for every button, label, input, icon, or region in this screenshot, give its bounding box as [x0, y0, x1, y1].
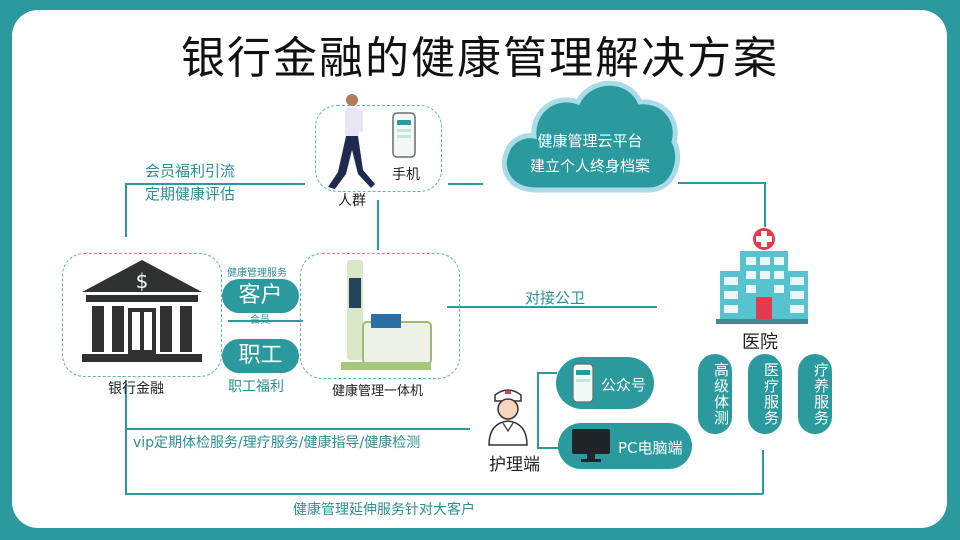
connector-nurse-public: [537, 372, 557, 374]
crowd-box: [315, 105, 442, 192]
walking-person-icon: [328, 94, 375, 189]
connector-customer-machine: [228, 320, 303, 322]
cloud-line2: 建立个人终身档案: [529, 157, 650, 175]
slide-title: 银行金融的健康管理解决方案: [181, 33, 779, 84]
hospital-service-medical: 医疗服务: [748, 354, 782, 434]
cloud-icon: [501, 80, 680, 193]
crowd-label: 人群: [338, 193, 366, 209]
hospital-service-convalescence: 疗养服务: [798, 354, 832, 434]
bank-label: 银行金融: [108, 381, 164, 397]
health-kiosk-icon: [341, 260, 432, 370]
member-label: 会员: [250, 315, 270, 326]
nurse-label: 护理端: [489, 455, 540, 475]
connector-crowd-cloud: [448, 183, 483, 185]
left-note-line1: 会员福利引流: [145, 162, 236, 180]
staff-pill: 职工: [222, 339, 299, 373]
dock-label: 对接公卫: [525, 289, 586, 307]
left-note-line2: 定期健康评估: [145, 185, 236, 203]
bank-icon: $: [82, 260, 202, 362]
slide-frame: [12, 10, 947, 528]
connector-nurse-pc: [537, 447, 559, 449]
public-account-pill: [556, 357, 654, 409]
connector-left-drop: [125, 183, 127, 237]
service-top-label: 健康管理服务: [227, 268, 287, 279]
connector-hospital-drop: [764, 182, 766, 227]
connector-bank-down: [125, 380, 127, 494]
connector-vip: [125, 428, 470, 430]
machine-label: 健康管理一体机: [332, 384, 424, 399]
cloud-line1: 健康管理云平台: [537, 132, 643, 150]
connector-hospital-bottom: [762, 450, 764, 494]
bottom-label: 健康管理延伸服务针对大客户: [293, 502, 475, 518]
monitor-icon: [572, 429, 610, 462]
svg-text:$: $: [136, 269, 149, 293]
connector-cloud-hospital: [678, 182, 765, 184]
vip-services-label: vip定期体检服务/理疗服务/健康指导/健康检测: [133, 435, 421, 451]
hospital-service-advanced-exam: 高级体测: [698, 354, 732, 434]
customer-pill: 客户: [222, 279, 299, 313]
hospital-icon: [716, 228, 808, 324]
connector-dock: [447, 306, 657, 308]
connector-bottom: [125, 493, 763, 495]
bank-box: [62, 253, 222, 377]
staff-welfare-label: 职工福利: [228, 379, 284, 395]
nurse-icon: [488, 389, 528, 446]
machine-box: [300, 253, 460, 379]
connector-crowd-down: [377, 200, 379, 250]
public-account-phone-icon: [572, 363, 594, 403]
connector-top-left: [125, 183, 305, 185]
phone-label: 手机: [392, 167, 420, 183]
connector-nurse-vertical: [537, 372, 539, 448]
pc-client-label: PC电脑端: [618, 439, 683, 457]
public-account-label: 公众号: [601, 376, 647, 394]
hospital-label: 医院: [742, 332, 778, 353]
phone-icon: [392, 112, 416, 158]
